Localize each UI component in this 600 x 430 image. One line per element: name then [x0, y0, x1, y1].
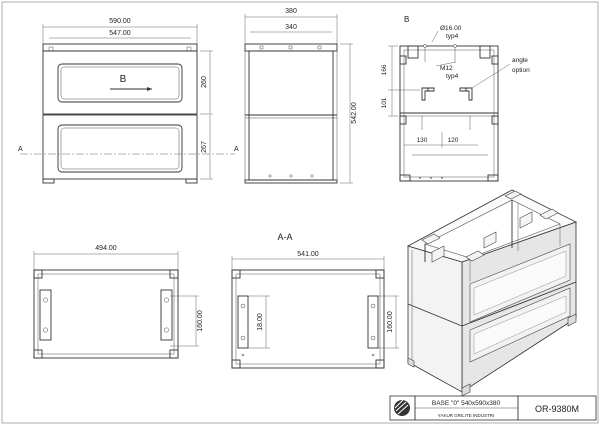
side-depth-overall: 380 — [285, 8, 297, 15]
front-height-upper: 260 — [201, 76, 208, 88]
detail-b-label: B — [404, 15, 409, 24]
side-depth-inner: 340 — [285, 24, 297, 31]
detail-dim-h-2: 120 — [448, 137, 459, 144]
detail-hole-count-1: typ4 — [446, 33, 459, 40]
detail-hole-count-2: typ4 — [446, 73, 459, 80]
front-width-overall: 590.00 — [109, 18, 131, 25]
detail-note-option: option — [512, 67, 530, 74]
section-aa-width: 541.00 — [297, 251, 319, 258]
title-part-number: OR-9380M — [535, 404, 579, 414]
detail-dim-h-1: 130 — [417, 137, 428, 144]
front-view: 590.00 547.00 B A A 260 267 — [18, 18, 239, 184]
bottom-width: 494.00 — [95, 245, 117, 252]
detail-note-angle: angle — [512, 57, 528, 64]
section-mark-right: A — [234, 146, 239, 153]
isometric-view — [406, 189, 578, 397]
section-aa-view: A-A 541.00 18.00 160.00 — [231, 232, 399, 369]
detail-thread: M12 — [440, 65, 453, 72]
bottom-view: 494.00 160.00 — [33, 245, 204, 359]
front-height-lower: 267 — [201, 141, 208, 153]
title-block: BASE "0" 540x590x380 YAKUR GRILITE INDUS… — [389, 395, 597, 421]
detail-hole-diameter: Ø16.00 — [440, 25, 462, 32]
detail-dim-vertical-2: 101 — [381, 97, 388, 108]
section-mark-left: A — [18, 146, 23, 153]
front-view-label: B — [120, 74, 127, 85]
front-width-inner: 547.00 — [109, 30, 131, 37]
title-company: YAKUR GRILITE INDUSTRI — [438, 413, 494, 418]
detail-dim-vertical-1: 166 — [381, 64, 388, 75]
side-view: 380 340 542.00 — [244, 8, 358, 184]
bottom-slot-height: 160.00 — [197, 310, 204, 332]
section-aa-slot-left: 18.00 — [257, 313, 264, 331]
company-logo — [394, 399, 410, 416]
side-height-total: 542.00 — [351, 102, 358, 124]
section-aa-title: A-A — [277, 232, 292, 242]
title-description: BASE "0" 540x590x380 — [432, 400, 501, 407]
detail-b-view: B Ø16.00 typ4 M12 typ4 — [381, 15, 530, 182]
section-aa-slot-right: 160.00 — [387, 311, 394, 333]
